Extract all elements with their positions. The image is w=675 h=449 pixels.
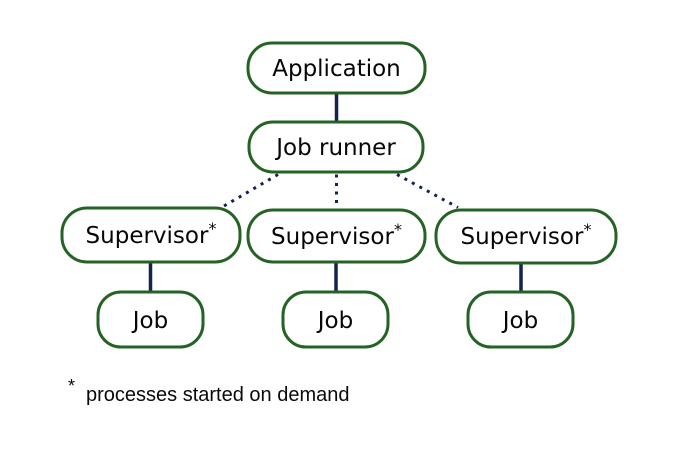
node-supervisor-2-shape	[246, 208, 427, 264]
node-supervisor-3-shape	[434, 208, 618, 265]
supervisor-2-text: Supervisor	[271, 224, 394, 250]
node-application-shape	[246, 41, 427, 95]
node-job-3: Job	[466, 290, 575, 349]
node-job-2: Job	[281, 290, 390, 349]
node-application-label: Application	[272, 56, 401, 82]
footnote: * processes started on demand	[68, 376, 350, 406]
node-application: Application	[246, 41, 427, 95]
supervisor-1-asterisk: *	[208, 219, 216, 238]
node-job-1-shape	[96, 290, 205, 349]
node-job-1-label: Job	[131, 308, 168, 334]
node-job-3-label: Job	[501, 308, 538, 334]
node-supervisor-2-label: Supervisor*	[271, 220, 402, 250]
node-supervisor-3-label: Supervisor*	[461, 220, 592, 250]
node-job-runner-shape	[247, 120, 425, 174]
node-job-runner-label: Job runner	[274, 135, 396, 161]
node-supervisor-3: Supervisor*	[434, 208, 618, 265]
node-supervisor-1-label: Supervisor*	[86, 219, 217, 249]
edge-jobrunner-supervisor-3	[396, 173, 459, 209]
node-job-3-shape	[466, 290, 575, 349]
supervisor-3-text: Supervisor	[461, 224, 584, 250]
edge-jobrunner-supervisor-1	[223, 173, 279, 208]
supervisor-3-asterisk: *	[583, 220, 591, 239]
node-supervisor-2: Supervisor*	[246, 208, 427, 264]
node-job-runner: Job runner	[247, 120, 425, 174]
node-supervisor-1: Supervisor*	[60, 206, 242, 264]
supervisor-1-text: Supervisor	[86, 223, 209, 249]
node-job-2-label: Job	[316, 308, 353, 334]
footnote-asterisk: *	[68, 376, 75, 396]
node-supervisor-1-shape	[60, 206, 242, 264]
node-job-2-shape	[281, 290, 390, 349]
supervisor-2-asterisk: *	[394, 220, 402, 239]
node-job-1: Job	[96, 290, 205, 349]
footnote-text: processes started on demand	[86, 384, 350, 406]
